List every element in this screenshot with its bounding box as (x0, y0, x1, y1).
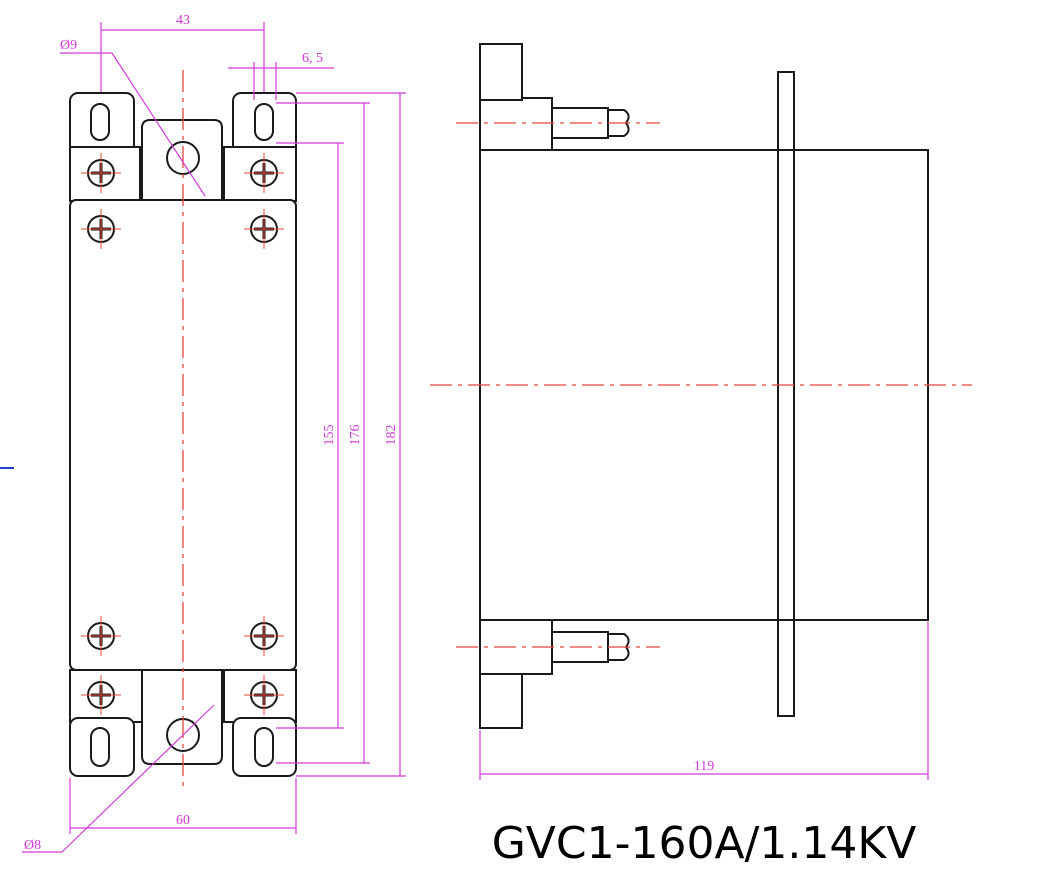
front-dimensions: 43 Ø9 6, 5 155 176 182 60 Ø8 (22, 13, 406, 853)
screw-top-left-upper (81, 153, 121, 193)
side-back-plate-top (479, 43, 523, 101)
screw-bottom-left-upper (81, 616, 121, 656)
slot-bottom-left (90, 727, 110, 767)
dim-182: 182 (384, 425, 399, 446)
ear-top-left (69, 92, 135, 154)
screw-group (81, 153, 284, 715)
model-title: GVC1-160A/1.14KV (492, 818, 917, 869)
ear-bottom-left (69, 717, 135, 777)
side-back-plate-bottom (479, 673, 523, 729)
screw-bottom-right-upper (244, 616, 284, 656)
side-view (430, 43, 972, 729)
slot-bottom-right (254, 727, 274, 767)
terminal-tab-bottom (141, 669, 223, 765)
side-dimensions: 119 (479, 622, 929, 780)
dim-6-5: 6, 5 (302, 51, 323, 66)
dim-176: 176 (348, 425, 363, 446)
dim-43: 43 (176, 13, 190, 28)
side-bracket-top (479, 97, 553, 151)
ear-top-right (232, 92, 297, 154)
dim-155: 155 (322, 425, 337, 446)
leader-d8 (61, 704, 215, 853)
screw-top-left-lower (81, 209, 121, 249)
front-view (69, 70, 297, 790)
side-fin (777, 71, 795, 717)
slot-top-left (90, 103, 110, 141)
dim-d9: Ø9 (60, 38, 77, 53)
dim-119: 119 (694, 759, 714, 774)
dim-60: 60 (176, 813, 190, 828)
screw-top-right-lower (244, 209, 284, 249)
screw-bottom-left-lower (81, 675, 121, 715)
dim-d8: Ø8 (24, 838, 41, 853)
screw-top-right-upper (244, 153, 284, 193)
ear-bottom-right (232, 717, 297, 777)
screw-bottom-right-lower (244, 675, 284, 715)
slot-top-right (254, 103, 274, 141)
